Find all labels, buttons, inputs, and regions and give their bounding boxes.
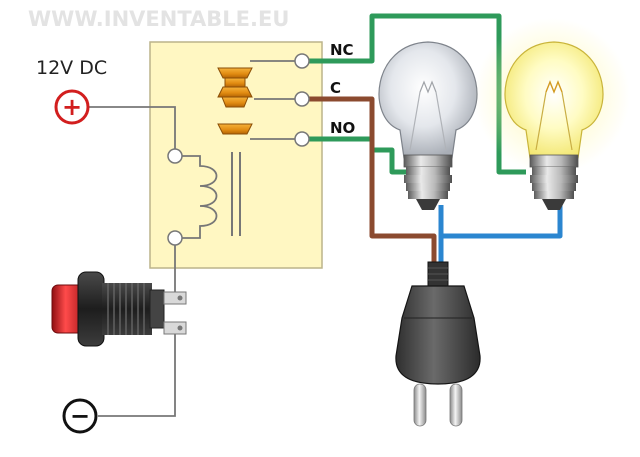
wire-no-green xyxy=(302,136,410,175)
push-button-switch-icon xyxy=(51,271,187,347)
terminal-no xyxy=(294,131,310,147)
wire-negative xyxy=(98,329,183,417)
label-no: NO xyxy=(330,119,355,137)
wire-neutral-blue xyxy=(438,205,563,239)
coil-terminal-bottom xyxy=(167,230,183,246)
positive-symbol: + xyxy=(62,93,82,121)
watermark-text: WWW.INVENTABLE.EU xyxy=(28,7,289,31)
positive-terminal-icon: + xyxy=(54,89,90,125)
terminal-c xyxy=(294,91,310,107)
supply-voltage-label: 12V DC xyxy=(36,57,107,79)
relay-contacts xyxy=(217,53,310,147)
terminal-nc xyxy=(294,53,310,69)
negative-terminal-icon: − xyxy=(62,398,98,434)
label-nc: NC xyxy=(330,41,354,59)
label-c: C xyxy=(330,79,341,97)
lamp-off-icon xyxy=(378,41,478,210)
wire-nc-green xyxy=(302,13,526,175)
coil-terminal-top xyxy=(167,148,183,164)
mains-plug-icon xyxy=(395,261,481,427)
negative-symbol: − xyxy=(70,402,90,430)
relay-coil xyxy=(167,148,241,246)
lamp-on-icon xyxy=(474,18,630,210)
wire-positive xyxy=(72,106,176,156)
wire-common-brown xyxy=(302,96,437,262)
